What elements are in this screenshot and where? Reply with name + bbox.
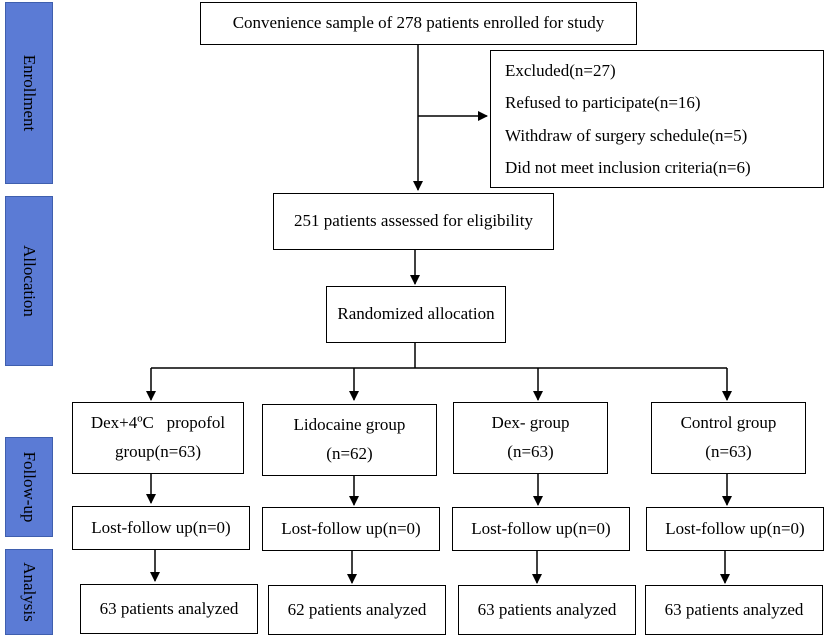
lost-box-lidocaine: Lost-follow up(n=0): [262, 507, 440, 551]
group-box-lidocaine: Lidocaine group (n=62): [262, 404, 437, 476]
group-2-n: (n=62): [326, 444, 373, 464]
lost-3-text: Lost-follow up(n=0): [471, 518, 611, 538]
assessed-text: 251 patients assessed for eligibility: [294, 211, 533, 231]
excluded-reason-refused: Refused to participate(n=16): [505, 93, 701, 113]
randomized-box: Randomized allocation: [326, 286, 506, 343]
excluded-box: Excluded(n=27) Refused to participate(n=…: [490, 50, 824, 188]
stage-analysis-label: Analysis: [20, 562, 39, 622]
stage-allocation-label: Allocation: [20, 245, 39, 317]
analyzed-box-dex-propofol: 63 patients analyzed: [80, 584, 258, 634]
group-1-n: group(n=63): [114, 442, 202, 462]
stage-follow-up: Follow-up: [5, 437, 53, 537]
analyzed-1-text: 63 patients analyzed: [99, 598, 239, 618]
analyzed-box-dex: 63 patients analyzed: [458, 585, 636, 635]
excluded-reason-withdraw: Withdraw of surgery schedule(n=5): [505, 125, 748, 145]
randomized-text: Randomized allocation: [337, 304, 495, 324]
lost-box-dex: Lost-follow up(n=0): [452, 507, 630, 551]
analyzed-2-text: 62 patients analyzed: [287, 599, 427, 619]
stage-enrollment: Enrollment: [5, 2, 53, 184]
lost-2-text: Lost-follow up(n=0): [281, 518, 421, 538]
group-4-n: (n=63): [705, 442, 752, 462]
group-4-name: Control group: [680, 413, 777, 433]
analyzed-box-lidocaine: 62 patients analyzed: [268, 585, 446, 635]
excluded-title: Excluded(n=27): [505, 61, 616, 80]
stage-follow-up-label: Follow-up: [20, 451, 39, 523]
lost-4-text: Lost-follow up(n=0): [665, 518, 805, 538]
group-box-dex-propofol: Dex+4ºC propofol group(n=63): [72, 402, 244, 474]
group-3-name: Dex- group: [491, 413, 570, 433]
enrolled-text: Convenience sample of 278 patients enrol…: [232, 13, 605, 33]
lost-box-dex-propofol: Lost-follow up(n=0): [72, 506, 250, 550]
analyzed-3-text: 63 patients analyzed: [477, 599, 617, 619]
stage-analysis: Analysis: [5, 549, 53, 635]
group-box-dex: Dex- group (n=63): [453, 402, 608, 474]
analyzed-4-text: 63 patients analyzed: [664, 599, 804, 619]
stage-enrollment-label: Enrollment: [20, 54, 39, 132]
group-2-name: Lidocaine group: [293, 415, 406, 435]
assessed-box: 251 patients assessed for eligibility: [273, 193, 554, 250]
lost-1-text: Lost-follow up(n=0): [91, 517, 231, 537]
stage-allocation: Allocation: [5, 196, 53, 366]
group-3-n: (n=63): [507, 442, 554, 462]
analyzed-box-control: 63 patients analyzed: [645, 585, 823, 635]
enrolled-box: Convenience sample of 278 patients enrol…: [200, 2, 637, 45]
group-box-control: Control group (n=63): [651, 402, 806, 474]
lost-box-control: Lost-follow up(n=0): [646, 507, 824, 551]
excluded-reason-criteria: Did not meet inclusion criteria(n=6): [505, 158, 751, 178]
group-1-name: Dex+4ºC propofol: [90, 413, 226, 433]
